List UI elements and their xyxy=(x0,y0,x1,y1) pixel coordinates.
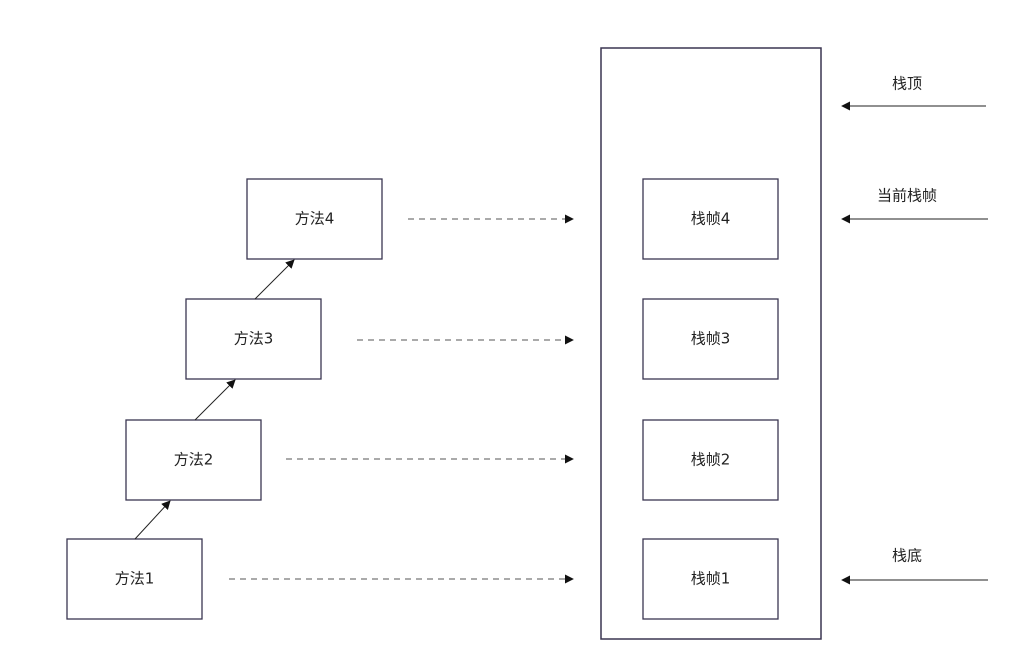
frame-label-4: 栈帧4 xyxy=(691,210,731,228)
stack-frame-1: 栈帧1 xyxy=(642,538,779,620)
method-box-3: 方法3 xyxy=(185,298,322,380)
stack-frame-4: 栈帧4 xyxy=(642,178,779,260)
method-box-2: 方法2 xyxy=(125,419,262,501)
call-arrow-2-to-3 xyxy=(194,379,236,421)
method-box-4: 方法4 xyxy=(246,178,383,260)
frame-label-3: 栈帧3 xyxy=(691,330,731,348)
method-label-2: 方法2 xyxy=(174,451,214,469)
method-label-1: 方法1 xyxy=(115,570,155,588)
method-label-3: 方法3 xyxy=(234,330,274,348)
stack-frame-3: 栈帧3 xyxy=(642,298,779,380)
call-arrow-1-to-2 xyxy=(134,500,171,540)
stack-bottom-label: 栈底 xyxy=(892,547,922,565)
frame-label-2: 栈帧2 xyxy=(691,451,731,469)
method-box-1: 方法1 xyxy=(66,538,203,620)
stack-frame-2: 栈帧2 xyxy=(642,419,779,501)
current-frame-label: 当前栈帧 xyxy=(877,187,937,205)
method-label-4: 方法4 xyxy=(295,210,335,228)
stack-container xyxy=(600,47,822,640)
frame-label-1: 栈帧1 xyxy=(691,570,731,588)
call-arrow-3-to-4 xyxy=(254,259,295,300)
stack-top-label: 栈顶 xyxy=(892,75,922,93)
